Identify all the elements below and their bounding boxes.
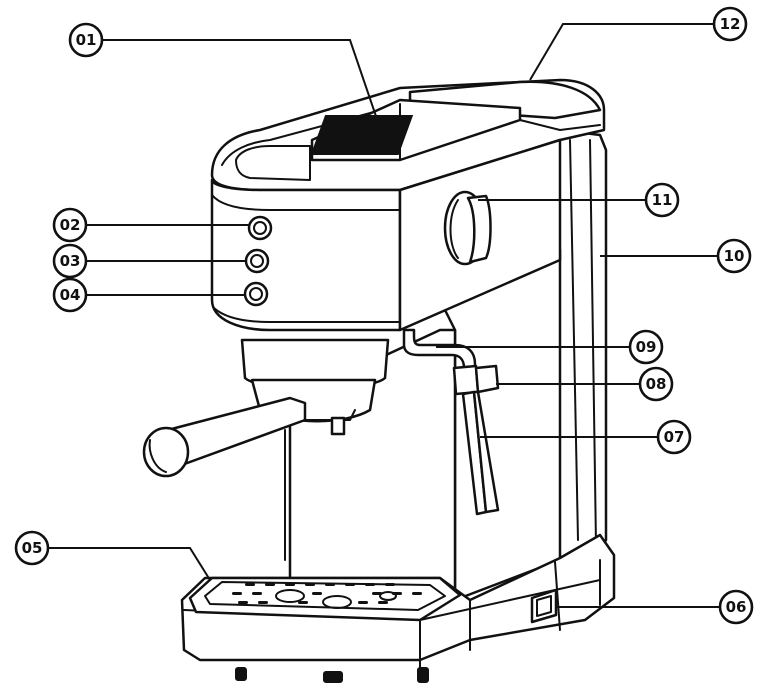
foot xyxy=(323,671,343,683)
callout-06: 06 xyxy=(718,589,754,625)
power-switch xyxy=(530,588,558,624)
callout-12: 12 xyxy=(712,6,748,42)
foot xyxy=(235,667,247,681)
callout-label-05: 05 xyxy=(22,539,43,557)
espresso-machine-illustration xyxy=(142,78,616,683)
callout-label-12: 12 xyxy=(720,15,741,33)
leader-lines xyxy=(48,23,720,608)
callout-label-01: 01 xyxy=(76,31,97,49)
control-buttons xyxy=(243,215,273,307)
callout-05: 05 xyxy=(14,530,50,566)
callout-07: 07 xyxy=(656,419,692,455)
callout-label-09: 09 xyxy=(636,338,657,356)
callout-label-11: 11 xyxy=(652,191,673,209)
drip-tray xyxy=(188,576,462,622)
callout-label-08: 08 xyxy=(646,375,667,393)
callout-label-03: 03 xyxy=(60,252,81,270)
callout-03: 03 xyxy=(52,243,88,279)
callout-04: 04 xyxy=(52,277,88,313)
callout-label-02: 02 xyxy=(60,216,81,234)
callout-02: 02 xyxy=(52,207,88,243)
callout-01: 01 xyxy=(68,22,104,58)
callout-11: 11 xyxy=(644,182,680,218)
steam-wand xyxy=(402,328,500,516)
portafilter-handle xyxy=(142,396,307,478)
callout-10: 10 xyxy=(716,238,752,274)
callout-label-04: 04 xyxy=(60,286,81,304)
brew-grid xyxy=(310,98,522,162)
foot xyxy=(417,667,429,683)
steam-knob xyxy=(443,190,492,266)
callout-label-07: 07 xyxy=(664,428,685,446)
callout-label-06: 06 xyxy=(726,598,747,616)
callout-09: 09 xyxy=(628,329,664,365)
callout-label-10: 10 xyxy=(724,247,745,265)
callout-08: 08 xyxy=(638,366,674,402)
